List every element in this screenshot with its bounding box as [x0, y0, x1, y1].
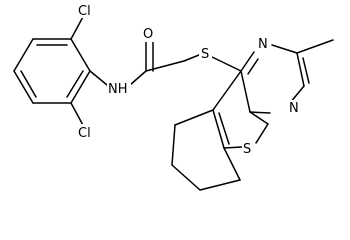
s-pyrimidine-bond	[211, 56, 242, 72]
dichlorophenyl-ring	[13, 38, 91, 104]
atom-thiophene-s: S	[242, 140, 255, 157]
ring-n-bond	[89, 70, 108, 86]
cl-bottom-label: Cl	[78, 126, 91, 141]
ch2-s-bond	[183, 54, 200, 62]
atom-carbonyl-o: O	[141, 26, 155, 42]
cl-top-label: Cl	[78, 4, 91, 19]
n-lower-label: N	[289, 101, 299, 116]
carbonyl-o-label: O	[143, 27, 153, 42]
cl-top-bond	[70, 14, 85, 40]
atom-thioether-s: S	[199, 45, 212, 62]
structure-drawing: Cl Cl NH O S N N S	[13, 2, 334, 191]
atom-n-lower: N	[287, 100, 301, 116]
cl-bottom-bond	[70, 102, 85, 128]
atom-n-upper: N	[256, 36, 270, 52]
atom-nh: NH	[107, 80, 131, 97]
thiophene-ring	[212, 70, 269, 149]
molecule-structure: Cl Cl NH O S N N S	[13, 2, 334, 191]
atom-cl-top: Cl	[77, 2, 97, 19]
thiophene-s-label: S	[243, 142, 251, 157]
cyclohexene-ring	[171, 109, 241, 191]
methyl-bond	[296, 39, 334, 54]
atom-cl-bottom: Cl	[77, 124, 97, 141]
carbonyl-ch2-bond	[145, 60, 185, 72]
nh-label: NH	[108, 82, 128, 97]
n-carbonyl-bond	[129, 70, 147, 86]
thioether-s-label: S	[201, 47, 209, 62]
n-upper-label: N	[258, 37, 268, 52]
